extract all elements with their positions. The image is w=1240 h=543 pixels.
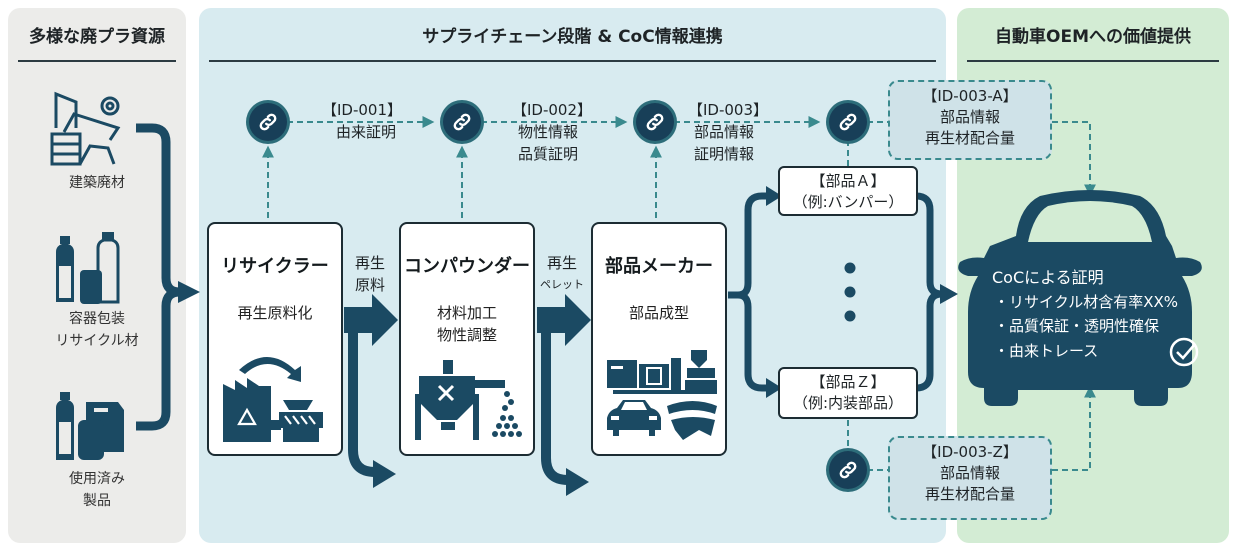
flow-label-raw-material-line2: 原料 — [354, 276, 385, 294]
coc-id-002-line2: 品質証明 — [518, 145, 579, 163]
source-merge-brace — [136, 123, 181, 431]
coc-id-001: 【ID-001】 由来証明 — [322, 99, 402, 143]
molding-machine-icon — [607, 350, 717, 440]
coc-id-003-code: 【ID-003】 — [688, 101, 769, 119]
parts-merge — [915, 192, 943, 392]
parts-branch — [728, 192, 770, 392]
stage-compounder: コンパウンダー 材料加工 物性調整 — [399, 222, 535, 456]
coc-id-003-z-box: 【ID-003-Z】 部品情報 再生材配合量 — [888, 436, 1052, 520]
flow-label-raw-material: 再生 原料 — [349, 252, 391, 296]
compounding-mixer-icon — [415, 360, 522, 440]
merge-to-car-arrowhead-icon — [940, 284, 958, 304]
stage-compounder-subtitle-line1: 材料加工 — [436, 304, 497, 322]
stage-parts-maker: 部品メーカー 部品成型 — [591, 222, 727, 456]
chain-link-icon — [259, 113, 277, 131]
stage-recycler: リサイクラー 再生原料化 — [207, 222, 343, 456]
stage-parts-maker-subtitle: 部品成型 — [628, 304, 689, 322]
flow-label-raw-material-line1: 再生 — [354, 254, 385, 272]
car-silhouette-icon — [958, 190, 1202, 406]
flow-label-pellet-line1: 再生 — [546, 254, 577, 272]
sources-title: 多様な廃プラ資源 — [29, 27, 165, 47]
coc-link-node-3[interactable] — [636, 103, 674, 141]
used-products-icon — [56, 392, 124, 460]
supply-chain-title: サプライチェーン段階 & CoC情報連携 — [422, 27, 723, 47]
car-benefit-3: ・由来トレース — [994, 342, 1099, 360]
packaging-bottles-icon — [56, 232, 120, 304]
coc-id-003-z-line1: 部品情報 — [939, 464, 1000, 482]
oem-title-rule — [967, 60, 1219, 62]
check-circle-icon — [1169, 337, 1199, 367]
coc-link-node-part-a[interactable] — [829, 103, 867, 141]
coc-id-003-line1: 部品情報 — [694, 123, 755, 141]
car-benefit-2: ・品質保証・透明性確保 — [994, 317, 1160, 335]
flow-arrow-1 — [344, 294, 398, 488]
source-label-construction: 建築廃材 — [69, 175, 125, 191]
flow-label-pellet: 再生 ペレット — [539, 252, 585, 296]
stage-compounder-title: コンパウンダー — [404, 256, 530, 277]
source-label-used-line1: 使用済み — [69, 471, 125, 487]
part-a-example: （例:バンパー） — [792, 193, 904, 211]
coc-link-node-1[interactable] — [249, 103, 287, 141]
car-heading: CoCによる証明 — [992, 268, 1104, 287]
chain-link-icon — [839, 113, 857, 131]
coc-id-001-line1: 由来証明 — [336, 123, 397, 141]
sources-title-rule — [18, 60, 176, 62]
coc-id-003-a-line2: 再生材配合量 — [924, 129, 1015, 147]
recycling-plant-icon — [223, 357, 323, 442]
coc-id-003-a-line1: 部品情報 — [939, 108, 1000, 126]
coc-id-003-a-code: 【ID-003-A】 — [922, 87, 1018, 105]
part-box-a: 【部品Ａ】 （例:バンパー） — [778, 166, 918, 216]
coc-id-002: 【ID-002】 物性情報 品質証明 — [512, 99, 592, 165]
chain-link-icon — [646, 113, 664, 131]
branch-arrowhead-a-icon — [766, 186, 782, 206]
branch-arrowhead-z-icon — [766, 378, 782, 398]
stage-compounder-subtitle: 材料加工 物性調整 — [401, 302, 533, 346]
coc-id-003: 【ID-003】 部品情報 証明情報 — [688, 99, 768, 165]
oem-title: 自動車OEMへの価値提供 — [995, 27, 1191, 47]
stage-parts-maker-title: 部品メーカー — [605, 256, 713, 277]
coc-id-003-a-box: 【ID-003-A】 部品情報 再生材配合量 — [888, 80, 1052, 160]
coc-link-node-2[interactable] — [443, 103, 481, 141]
construction-waste-icon — [50, 91, 121, 166]
coc-id-002-code: 【ID-002】 — [512, 101, 593, 119]
coc-id-003-z-code: 【ID-003-Z】 — [922, 443, 1018, 461]
part-a-name: 【部品Ａ】 — [810, 172, 886, 190]
ellipsis-dots — [844, 262, 856, 322]
flow-arrow-2 — [537, 294, 591, 496]
coc-dashed-links — [262, 116, 1096, 471]
chain-link-icon — [839, 461, 857, 479]
flow-label-pellet-line2: ペレット — [540, 278, 584, 291]
part-z-example: （例:内装部品） — [792, 394, 904, 412]
coc-id-003-line2: 証明情報 — [694, 145, 755, 163]
source-label-packaging-line1: 容器包装 — [69, 311, 125, 327]
car-benefit-1: ・リサイクル材含有率XX% — [994, 293, 1179, 311]
supply-chain-title-rule — [209, 60, 936, 62]
source-label-packaging-line2: リサイクル材 — [55, 333, 139, 349]
stage-recycler-title: リサイクラー — [221, 256, 329, 277]
coc-id-001-code: 【ID-001】 — [322, 101, 403, 119]
source-label-used-line2: 製品 — [83, 493, 111, 509]
chain-link-icon — [453, 113, 471, 131]
coc-id-003-z-line2: 再生材配合量 — [924, 485, 1015, 503]
coc-id-002-line1: 物性情報 — [518, 123, 579, 141]
stage-recycler-subtitle: 再生原料化 — [237, 304, 313, 322]
part-box-z: 【部品Ｚ】 （例:内装部品） — [778, 367, 918, 419]
merge-arrowhead-icon — [178, 281, 200, 303]
coc-link-node-part-z[interactable] — [829, 451, 867, 489]
stage-compounder-subtitle-line2: 物性調整 — [436, 326, 497, 344]
part-z-name: 【部品Ｚ】 — [810, 373, 886, 391]
